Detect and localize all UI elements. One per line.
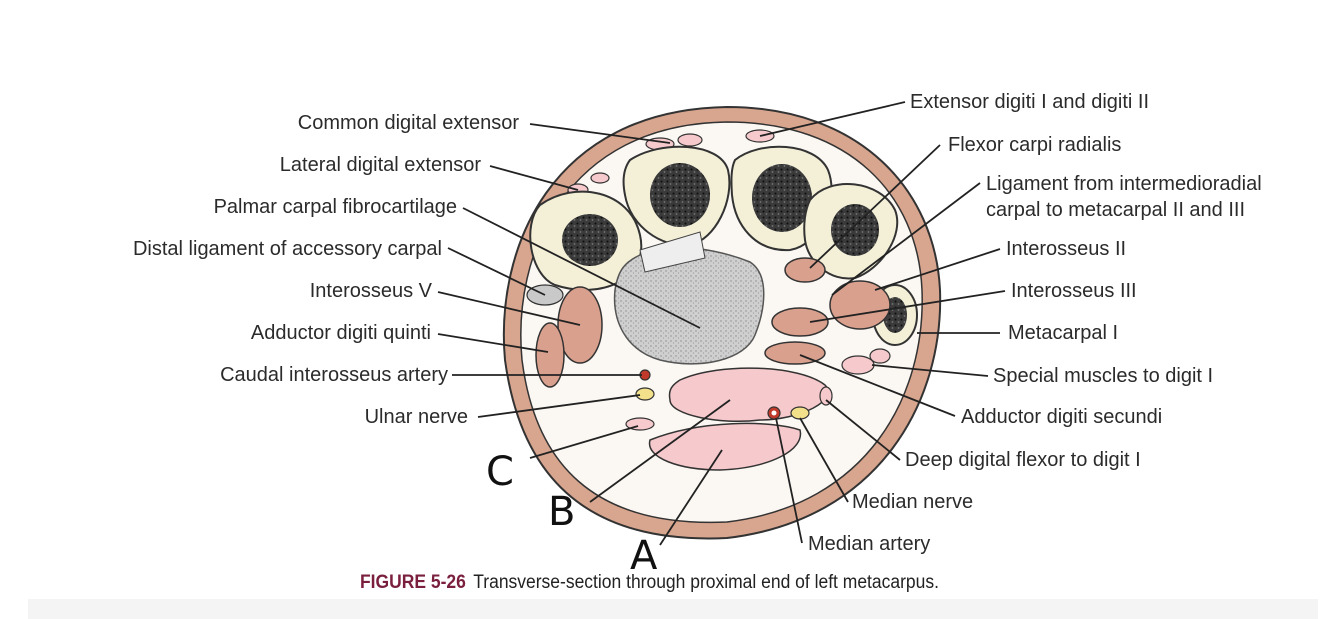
label-extensor-digiti-i-ii: Extensor digiti I and digiti II [910, 91, 1150, 113]
bottom-band [28, 599, 1318, 619]
label-interosseus-v: Interosseus V [309, 280, 432, 302]
figure-caption: FIGURE 5-26 Transverse-section through pr… [360, 572, 939, 594]
flexor-carpi-radialis [784, 257, 826, 283]
label-median-artery: Median artery [808, 533, 931, 555]
extensor-tendon [677, 133, 703, 147]
label-common-digital-extensor: Common digital extensor [297, 112, 519, 134]
label-deep-digital-flexor-digit-i: Deep digital flexor to digit I [905, 449, 1141, 471]
label-caudal-interosseus-artery: Caudal interosseus artery [220, 364, 448, 386]
label-distal-ligament-accessory-carpal: Distal ligament of accessory carpal [132, 238, 442, 260]
lateral-extensor-tendon [590, 172, 610, 184]
marrow-ii [831, 204, 879, 256]
deep-flexor-digit-i [819, 386, 833, 406]
caption-text: Transverse-section through proximal end … [473, 572, 939, 593]
label-median-nerve: Median nerve [852, 491, 974, 513]
label-ligament-line2: carpal to metacarpal II and III [986, 199, 1246, 221]
handwritten-label-a: A [630, 533, 658, 579]
palmar-carpal-fibrocartilage [613, 246, 765, 365]
label-flexor-carpi-radialis: Flexor carpi radialis [948, 134, 1122, 156]
label-adductor-digiti-secundi: Adductor digiti secundi [961, 406, 1163, 428]
marrow-iii [752, 164, 812, 232]
handwritten-label-c: C [486, 449, 514, 495]
handwritten-label-b: B [548, 489, 576, 535]
label-ligament-line1: Ligament from intermedioradial [986, 173, 1262, 195]
adductor-digiti-quinti [535, 322, 565, 388]
ligament-hatch [639, 231, 706, 273]
interosseus-iii [771, 307, 829, 337]
special-muscles-digit-i [869, 348, 891, 364]
label-metacarpal-i: Metacarpal I [1008, 322, 1119, 344]
label-adductor-digiti-quinti: Adductor digiti quinti [250, 322, 431, 344]
marrow-iv [650, 163, 710, 227]
label-lateral-digital-extensor: Lateral digital extensor [279, 154, 481, 176]
leader-lines [437, 101, 1006, 546]
special-muscles-digit-i [841, 355, 875, 375]
label-palmar-carpal-fibrocartilage: Palmar carpal fibrocartilage [213, 196, 457, 218]
ulnar-nerve [635, 387, 655, 401]
median-nerve [790, 406, 810, 420]
figure-number: FIGURE 5-26 [360, 572, 466, 593]
superficial-flexor-A [648, 422, 802, 471]
label-special-muscles-digit-i: Special muscles to digit I [993, 365, 1214, 387]
label-interosseus-iii: Interosseus III [1011, 280, 1137, 302]
label-interosseus-ii: Interosseus II [1006, 238, 1127, 260]
marrow-v [562, 214, 618, 266]
label-ulnar-nerve: Ulnar nerve [364, 406, 468, 428]
